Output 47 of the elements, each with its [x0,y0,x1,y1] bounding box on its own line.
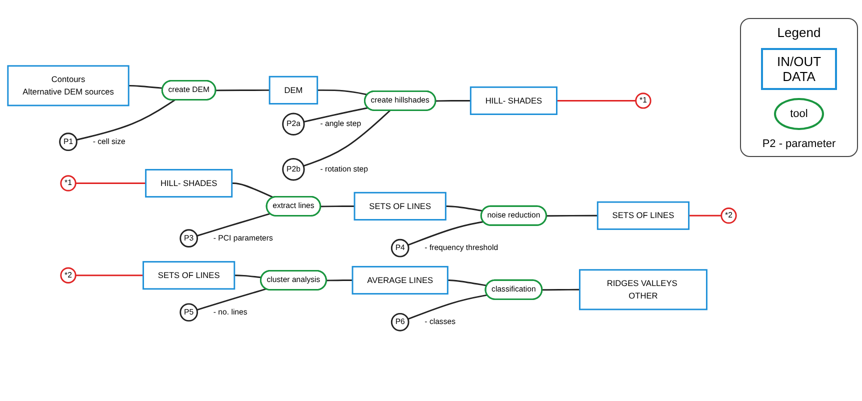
connector [542,288,580,290]
connector [304,107,368,122]
connector [76,99,176,140]
connector [408,220,484,246]
legend-title: Legend [777,25,821,40]
node-box [352,266,448,294]
connector [448,279,487,286]
node-circle [60,267,76,284]
node-circle [390,238,410,258]
connector [76,182,146,184]
node-box [142,260,236,290]
connector [546,214,598,216]
connector [688,214,722,216]
parameter-legend-text: P2 - parameter [762,138,836,150]
node-circle [180,229,198,248]
connector [128,84,163,89]
node-box [596,201,690,230]
node-box [268,76,318,104]
connector [408,294,488,320]
connector [196,288,266,310]
node-box [7,65,130,106]
node-circle [282,158,305,181]
node-circle [180,303,198,322]
node-circle [282,112,305,136]
connector [320,205,355,208]
connector [76,274,144,276]
node-circle [720,207,737,224]
node-box [578,269,708,310]
node-circle [59,132,78,151]
connector [317,89,368,96]
node-box [354,192,446,220]
connector [234,274,262,278]
connector [326,279,353,282]
node-box [145,168,233,198]
connector [232,182,274,198]
tool-ellipse-sample: tool [774,98,824,130]
node-circle [635,92,652,109]
connector [196,212,270,236]
connector [436,100,471,102]
connector [303,110,391,166]
node-box [470,86,558,115]
connector [446,205,483,212]
connector [556,100,636,102]
data-box-sample: IN/OUT DATA [761,48,837,90]
connector [216,89,270,92]
node-circle [390,312,410,332]
node-circle [60,175,76,192]
